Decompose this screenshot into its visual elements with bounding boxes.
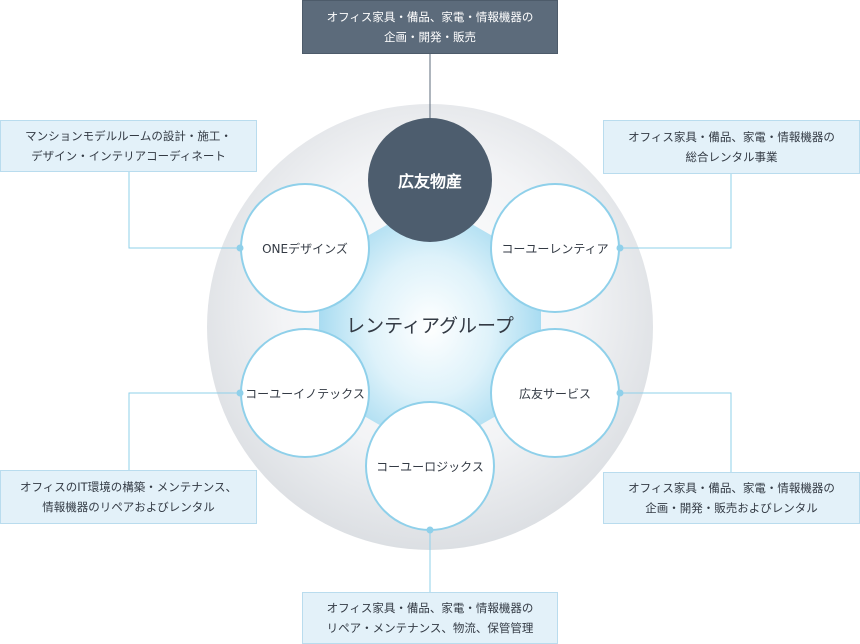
top-description-line-1: オフィス家具・備品、家電・情報機器の <box>326 10 534 24</box>
top-description-line-2: 企画・開発・販売 <box>384 30 476 44</box>
center-glow <box>319 200 541 454</box>
connector-innotex <box>128 392 240 470</box>
bottom-left-description-line-2: 情報機器のリペアおよびレンタル <box>42 500 215 514</box>
company-label-logix: コーユーロジックス <box>376 459 484 474</box>
circle-hub <box>368 118 492 242</box>
dot-onedesigns <box>236 244 244 252</box>
bottom-left-description-line-1: オフィスのIT環境の構築・メンテナンス、 <box>20 480 237 494</box>
connector-koyu-rentia <box>620 174 732 249</box>
group-name-label: レンティアグループ <box>346 314 514 337</box>
company-label-onedesigns: ONEデザインズ <box>262 241 348 256</box>
company-label-koyu-service: 広友サービス <box>518 386 591 401</box>
company-circles <box>240 118 620 531</box>
top-left-description-line-2: デザイン・インテリアコーディネート <box>31 149 226 163</box>
top-right-description-line-2: 総合レンタル事業 <box>685 150 778 164</box>
dot-koyu-service <box>616 389 624 397</box>
connector-koyu-service <box>620 392 732 472</box>
dot-innotex <box>236 389 244 397</box>
dot-koyu-rentia <box>616 244 624 252</box>
bottom-left-description-box: オフィスのIT環境の構築・メンテナンス、 情報機器のリペアおよびレンタル <box>0 470 257 524</box>
bottom-right-description-box: オフィス家具・備品、家電・情報機器の 企画・開発・販売およびレンタル <box>603 472 860 524</box>
company-label-innotex: コーユーイノテックス <box>245 386 365 401</box>
hub-company-label: 広友物産 <box>397 172 462 191</box>
connector-lines <box>128 54 732 592</box>
top-right-description-line-1: オフィス家具・備品、家電・情報機器の <box>628 130 835 144</box>
connector-dots <box>236 244 624 534</box>
connector-onedesigns <box>128 172 240 249</box>
dot-logix <box>426 526 434 534</box>
company-label-koyu-rentia: コーユーレンティア <box>501 241 609 256</box>
top-left-description-box: マンションモデルルームの設計・施工・ デザイン・インテリアコーディネート <box>0 120 257 172</box>
bottom-description-line-1: オフィス家具・備品、家電・情報機器の <box>326 601 534 615</box>
top-description-box: オフィス家具・備品、家電・情報機器の 企画・開発・販売 <box>302 0 558 54</box>
bottom-right-description-line-1: オフィス家具・備品、家電・情報機器の <box>628 481 835 495</box>
bottom-description-box: オフィス家具・備品、家電・情報機器の リペア・メンテナンス、物流、保管管理 <box>302 592 558 644</box>
bottom-description-line-2: リペア・メンテナンス、物流、保管管理 <box>326 621 534 635</box>
top-right-description-box: オフィス家具・備品、家電・情報機器の 総合レンタル事業 <box>603 120 860 174</box>
top-left-description-line-1: マンションモデルルームの設計・施工・ <box>25 129 232 143</box>
bottom-right-description-line-2: 企画・開発・販売およびレンタル <box>645 501 818 515</box>
